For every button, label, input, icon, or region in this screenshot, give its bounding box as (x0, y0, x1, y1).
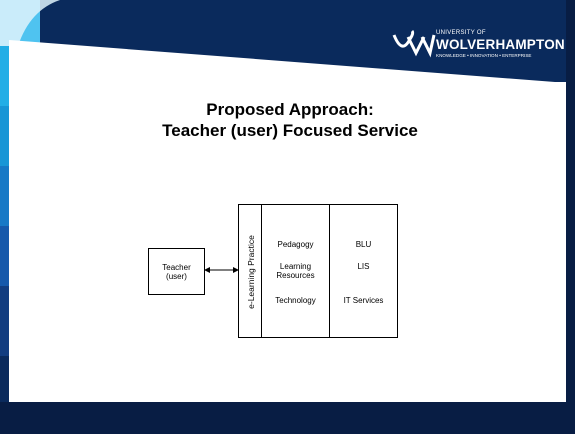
university-logo: UNIVERSITY OF WOLVERHAMPTON KNOWLEDGE • … (392, 27, 565, 67)
blu-label: BLU (355, 240, 372, 249)
elearning-practice-box: e-Learning Practice (238, 204, 262, 338)
teacher-box: Teacher (user) (148, 248, 205, 295)
double-arrow-icon (204, 267, 239, 273)
technology-label: Technology (275, 296, 316, 305)
logo-text-tagline: KNOWLEDGE • INNOVATION • ENTERPRISE (436, 53, 532, 58)
practice-areas-box: Pedagogy Learning Resources Technology (261, 204, 330, 338)
service-providers-box: BLU LIS IT Services (329, 204, 398, 338)
elearning-practice-label: e-Learning Practice (246, 235, 256, 309)
learning-resources-label-line-2: Resources (276, 271, 315, 280)
logo-text-university-of: UNIVERSITY OF (436, 30, 486, 36)
lis-label: LIS (357, 262, 370, 271)
it-services-label: IT Services (343, 296, 384, 305)
pedagogy-label: Pedagogy (277, 240, 314, 249)
teacher-label-line-2: (user) (166, 271, 187, 281)
university-crest-icon (392, 29, 436, 58)
title-line-1: Proposed Approach: (206, 100, 374, 119)
slide-title: Proposed Approach: Teacher (user) Focuse… (60, 99, 520, 141)
title-line-2: Teacher (user) Focused Service (162, 121, 418, 140)
logo-text-wolverhampton: WOLVERHAMPTON (436, 37, 565, 52)
learning-resources-label-line-1: Learning (279, 262, 312, 271)
teacher-label-line-1: Teacher (162, 262, 191, 272)
